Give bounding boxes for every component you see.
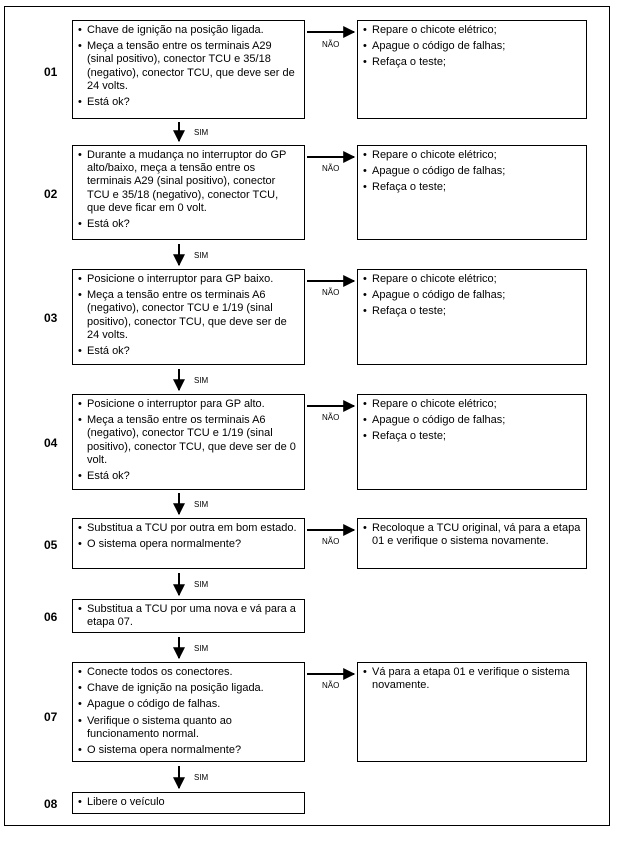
step-number-02: 02 bbox=[44, 187, 58, 201]
step-07-action-5: O sistema opera normalmente? bbox=[78, 744, 299, 757]
sim-label-06: SIM bbox=[194, 644, 209, 653]
step-04-action-3: Está ok? bbox=[78, 470, 299, 483]
step-01-action-2: Meça a tensão entre os terminais A29 (si… bbox=[78, 40, 299, 93]
step-03-action-1: Posicione o interruptor para GP baixo. bbox=[78, 273, 299, 286]
step-06-action-box: Substitua a TCU por uma nova e vá para a… bbox=[72, 599, 305, 633]
step-06-action-1: Substitua a TCU por uma nova e vá para a… bbox=[78, 603, 299, 629]
sim-label-03: SIM bbox=[194, 376, 209, 385]
step-03-action-2: Meça a tensão entre os terminais A6 (neg… bbox=[78, 289, 299, 342]
step-01-fail-2: Apague o código de falhas; bbox=[363, 40, 581, 53]
step-01-fail-3: Refaça o teste; bbox=[363, 56, 581, 69]
step-04-fail-3: Refaça o teste; bbox=[363, 430, 581, 443]
sim-label-05: SIM bbox=[194, 580, 209, 589]
step-03-action-box: Posicione o interruptor para GP baixo. M… bbox=[72, 269, 305, 365]
sim-label-01: SIM bbox=[194, 128, 209, 137]
step-04-fail-1: Repare o chicote elétrico; bbox=[363, 398, 581, 411]
step-02-action-1: Durante a mudança no interruptor do GP a… bbox=[78, 149, 299, 215]
step-02-fail-3: Refaça o teste; bbox=[363, 181, 581, 194]
step-number-04: 04 bbox=[44, 436, 58, 450]
step-07-action-2: Chave de ignição na posição ligada. bbox=[78, 682, 299, 695]
step-03-fail-box: Repare o chicote elétrico; Apague o códi… bbox=[357, 269, 587, 365]
nao-label-01: NÃO bbox=[322, 40, 340, 49]
step-01-fail-box: Repare o chicote elétrico; Apague o códi… bbox=[357, 20, 587, 119]
nao-label-03: NÃO bbox=[322, 288, 340, 297]
step-05-action-2: O sistema opera normalmente? bbox=[78, 538, 299, 551]
step-03-fail-2: Apague o código de falhas; bbox=[363, 289, 581, 302]
step-04-action-1: Posicione o interruptor para GP alto. bbox=[78, 398, 299, 411]
step-07-action-3: Apague o código de falhas. bbox=[78, 698, 299, 711]
step-07-fail-box: Vá para a etapa 01 e verifique o sistema… bbox=[357, 662, 587, 762]
step-02-fail-1: Repare o chicote elétrico; bbox=[363, 149, 581, 162]
step-03-fail-3: Refaça o teste; bbox=[363, 305, 581, 318]
step-07-action-1: Conecte todos os conectores. bbox=[78, 666, 299, 679]
step-01-action-3: Está ok? bbox=[78, 96, 299, 109]
nao-label-05: NÃO bbox=[322, 537, 340, 546]
step-05-fail-box: Recoloque a TCU original, vá para a etap… bbox=[357, 518, 587, 569]
step-01-fail-1: Repare o chicote elétrico; bbox=[363, 24, 581, 37]
nao-label-04: NÃO bbox=[322, 413, 340, 422]
step-02-action-box: Durante a mudança no interruptor do GP a… bbox=[72, 145, 305, 240]
step-02-action-2: Está ok? bbox=[78, 218, 299, 231]
step-number-01: 01 bbox=[44, 65, 58, 79]
step-number-05: 05 bbox=[44, 538, 58, 552]
step-01-action-1: Chave de ignição na posição ligada. bbox=[78, 24, 299, 37]
step-05-fail-1: Recoloque a TCU original, vá para a etap… bbox=[363, 522, 581, 548]
step-05-action-1: Substitua a TCU por outra em bom estado. bbox=[78, 522, 299, 535]
step-01-action-box: Chave de ignição na posição ligada. Meça… bbox=[72, 20, 305, 119]
step-02-fail-2: Apague o código de falhas; bbox=[363, 165, 581, 178]
step-07-action-box: Conecte todos os conectores. Chave de ig… bbox=[72, 662, 305, 762]
nao-label-07: NÃO bbox=[322, 681, 340, 690]
sim-label-04: SIM bbox=[194, 500, 209, 509]
sim-label-02: SIM bbox=[194, 251, 209, 260]
step-number-06: 06 bbox=[44, 610, 58, 624]
step-number-03: 03 bbox=[44, 311, 58, 325]
step-02-fail-box: Repare o chicote elétrico; Apague o códi… bbox=[357, 145, 587, 240]
step-04-action-box: Posicione o interruptor para GP alto. Me… bbox=[72, 394, 305, 490]
step-03-fail-1: Repare o chicote elétrico; bbox=[363, 273, 581, 286]
nao-label-02: NÃO bbox=[322, 164, 340, 173]
step-07-action-4: Verifique o sistema quanto ao funcioname… bbox=[78, 715, 299, 741]
step-04-action-2: Meça a tensão entre os terminais A6 (neg… bbox=[78, 414, 299, 467]
step-03-action-3: Está ok? bbox=[78, 345, 299, 358]
step-number-08: 08 bbox=[44, 797, 58, 811]
step-number-07: 07 bbox=[44, 710, 58, 724]
step-05-action-box: Substitua a TCU por outra em bom estado.… bbox=[72, 518, 305, 569]
sim-label-07: SIM bbox=[194, 773, 209, 782]
step-08-action-box: Libere o veículo bbox=[72, 792, 305, 814]
diagram-frame bbox=[4, 6, 610, 826]
step-04-fail-box: Repare o chicote elétrico; Apague o códi… bbox=[357, 394, 587, 490]
step-08-action-1: Libere o veículo bbox=[78, 796, 299, 809]
step-04-fail-2: Apague o código de falhas; bbox=[363, 414, 581, 427]
step-07-fail-1: Vá para a etapa 01 e verifique o sistema… bbox=[363, 666, 581, 692]
